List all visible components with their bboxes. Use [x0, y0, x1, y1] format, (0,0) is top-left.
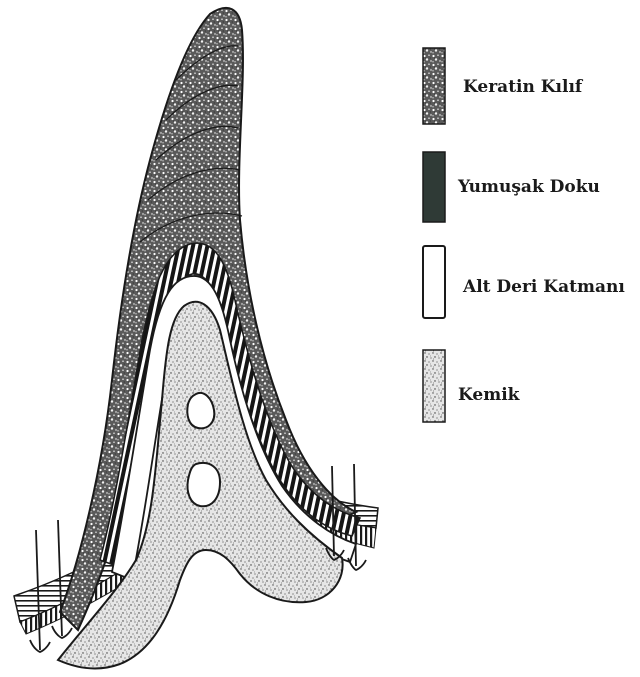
bone-cavity-upper: [187, 393, 214, 428]
legend-swatch-keratin: [423, 48, 445, 124]
legend-label-keratin: Keratin Kılıf: [463, 77, 584, 97]
legend-label-hypodermis: Alt Deri Katmanı: [462, 277, 625, 297]
bone-cavity-lower: [188, 463, 221, 506]
legend-label-soft-tissue: Yumuşak Doku: [457, 177, 600, 197]
legend-swatch-soft-tissue: [423, 152, 445, 222]
legend-label-bone: Kemik: [458, 385, 521, 405]
legend: Keratin Kılıf Yumuşak Doku Alt Deri Katm…: [423, 48, 625, 422]
horn-drawing: [14, 8, 378, 668]
legend-swatch-bone: [423, 350, 445, 422]
legend-swatch-hypodermis: [423, 246, 445, 318]
